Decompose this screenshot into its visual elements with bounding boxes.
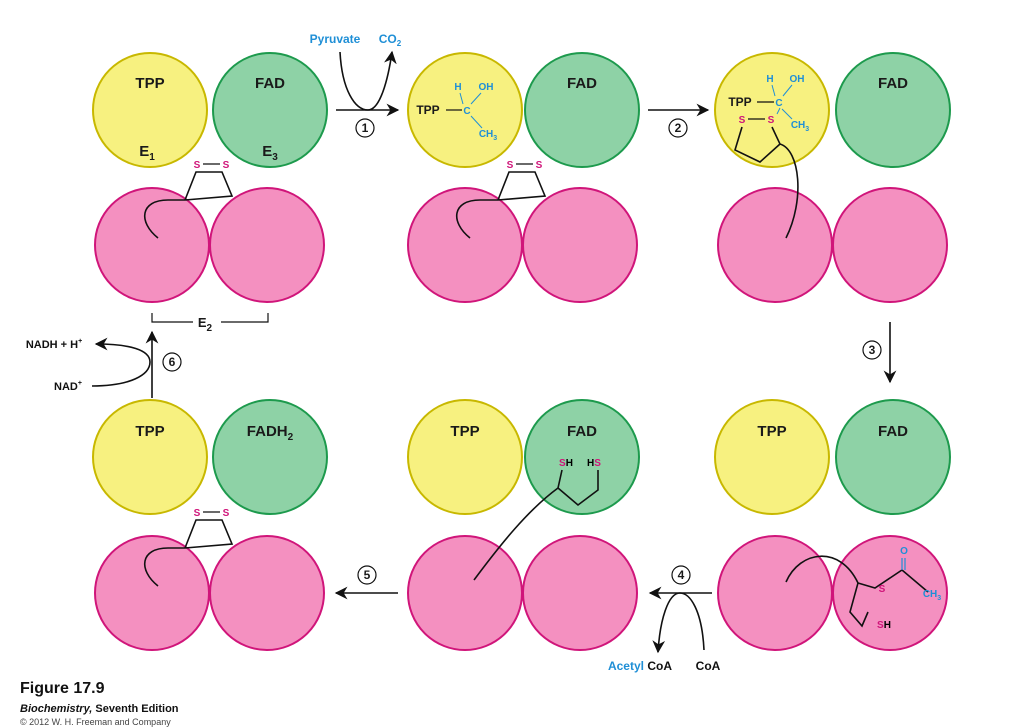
step-5-number: 5	[364, 568, 371, 582]
panel-6: TPP FADH2 S S	[92, 399, 328, 651]
coa-label: CoA	[696, 659, 721, 673]
fad-label: FAD	[567, 423, 597, 440]
svg-text:CH3: CH3	[923, 589, 941, 602]
tpp-label: TPP	[135, 75, 164, 92]
e2-left-circle	[717, 535, 833, 651]
e2-left-circle	[407, 187, 523, 303]
panel-5: TPP FAD SH HS	[407, 399, 640, 651]
svg-text:HS: HS	[587, 458, 601, 469]
e1-label: E1	[139, 143, 155, 163]
tpp-label: TPP	[135, 423, 164, 440]
tpp-label: TPP	[757, 423, 786, 440]
panel-2: FAD TPP C H OH CH3 S S	[407, 52, 640, 303]
figure-copyright: © 2012 W. H. Freeman and Company	[20, 717, 171, 727]
figure-title: Figure 17.9	[20, 680, 105, 697]
carbon-label: C	[463, 106, 470, 117]
svg-text:S: S	[536, 160, 543, 171]
tpp-label: TPP	[728, 95, 751, 109]
svg-text:H: H	[766, 74, 773, 85]
svg-text:OH: OH	[790, 74, 805, 85]
e1-tpp-circle	[92, 52, 208, 168]
e3-fad-circle	[835, 399, 951, 515]
e1-tpp-circle	[714, 52, 830, 168]
step-4: 4 Acetyl CoA CoA	[608, 565, 721, 673]
fad-label: FAD	[878, 423, 908, 440]
svg-text:C: C	[775, 98, 782, 109]
e2-left-circle	[407, 535, 523, 651]
step-3-number: 3	[869, 343, 876, 357]
hydroxyl-label: OH	[479, 82, 494, 93]
step-6-number: 6	[169, 355, 176, 369]
sulfur-1: S	[194, 160, 201, 171]
e3-fad-circle	[524, 52, 640, 168]
e3-fad-circle	[212, 52, 328, 168]
e2-right-circle	[209, 535, 325, 651]
e1-tpp-circle	[407, 399, 523, 515]
sulfur-2: S	[223, 160, 230, 171]
e2-right-circle	[832, 187, 948, 303]
lipoyl-arm	[734, 126, 799, 239]
lipoyl-arm	[143, 519, 234, 587]
tpp-label: TPP	[416, 103, 439, 117]
e3-fad-circle	[524, 399, 640, 515]
fad-label: FAD	[878, 75, 908, 92]
e2-label: E2	[198, 315, 213, 334]
lipoyl-arm	[143, 171, 234, 239]
svg-text:S: S	[223, 508, 230, 519]
step-2-number: 2	[675, 121, 682, 135]
step-3: 3	[862, 322, 897, 384]
e2-right-circle	[832, 535, 948, 651]
fadh2-label: FADH2	[247, 423, 294, 443]
co2-label: CO2	[379, 32, 402, 48]
step-5: 5	[334, 565, 398, 600]
e2-left-circle	[94, 187, 210, 303]
svg-text:SH: SH	[877, 620, 891, 631]
svg-text:O: O	[900, 546, 908, 557]
e3-fad-circle	[835, 52, 951, 168]
e2-left-circle	[717, 187, 833, 303]
svg-text:CH3: CH3	[791, 120, 809, 133]
lipoyl-arm	[455, 171, 547, 239]
step-6: 6 NADH + H+ NAD+	[26, 330, 182, 398]
e3-fadh2-circle	[212, 399, 328, 515]
svg-text:S: S	[507, 160, 514, 171]
svg-text:S: S	[879, 584, 886, 595]
svg-text:S: S	[739, 115, 746, 126]
tpp-label: TPP	[450, 423, 479, 440]
step-1-number: 1	[362, 121, 369, 135]
figure-book: Biochemistry, Seventh Edition	[20, 703, 179, 715]
pyruvate-label: Pyruvate	[310, 32, 361, 46]
nadh-label: NADH + H+	[26, 338, 82, 351]
e1-tpp-circle	[407, 52, 523, 168]
reduced-lipoyl-arm	[473, 469, 599, 581]
e2-left-circle	[94, 535, 210, 651]
e3-label: E3	[262, 143, 278, 163]
e2-right-circle	[522, 535, 638, 651]
svg-text:S: S	[194, 508, 201, 519]
svg-text:S: S	[768, 115, 775, 126]
nad-label: NAD+	[54, 380, 82, 393]
methyl-label: CH3	[479, 129, 497, 142]
step-2: 2	[648, 103, 710, 138]
step-1: Pyruvate CO2 1	[310, 32, 402, 138]
panel-4: TPP FAD S O CH3 SH	[714, 399, 951, 651]
fad-label: FAD	[255, 75, 285, 92]
e2-right-circle	[209, 187, 325, 303]
acetyl-coa-label: Acetyl CoA	[608, 659, 672, 673]
step-4-number: 4	[678, 568, 685, 582]
e1-tpp-circle	[714, 399, 830, 515]
e2-right-circle	[522, 187, 638, 303]
svg-text:SH: SH	[559, 458, 573, 469]
panel-3: FAD TPP C H OH CH3 S S	[714, 52, 951, 303]
hydrogen-label: H	[454, 82, 461, 93]
acetyl-lipoyl-arm	[785, 555, 929, 628]
fad-label: FAD	[567, 75, 597, 92]
e1-tpp-circle	[92, 399, 208, 515]
panel-1: TPP FAD E1 E3 S S E2	[92, 52, 328, 334]
